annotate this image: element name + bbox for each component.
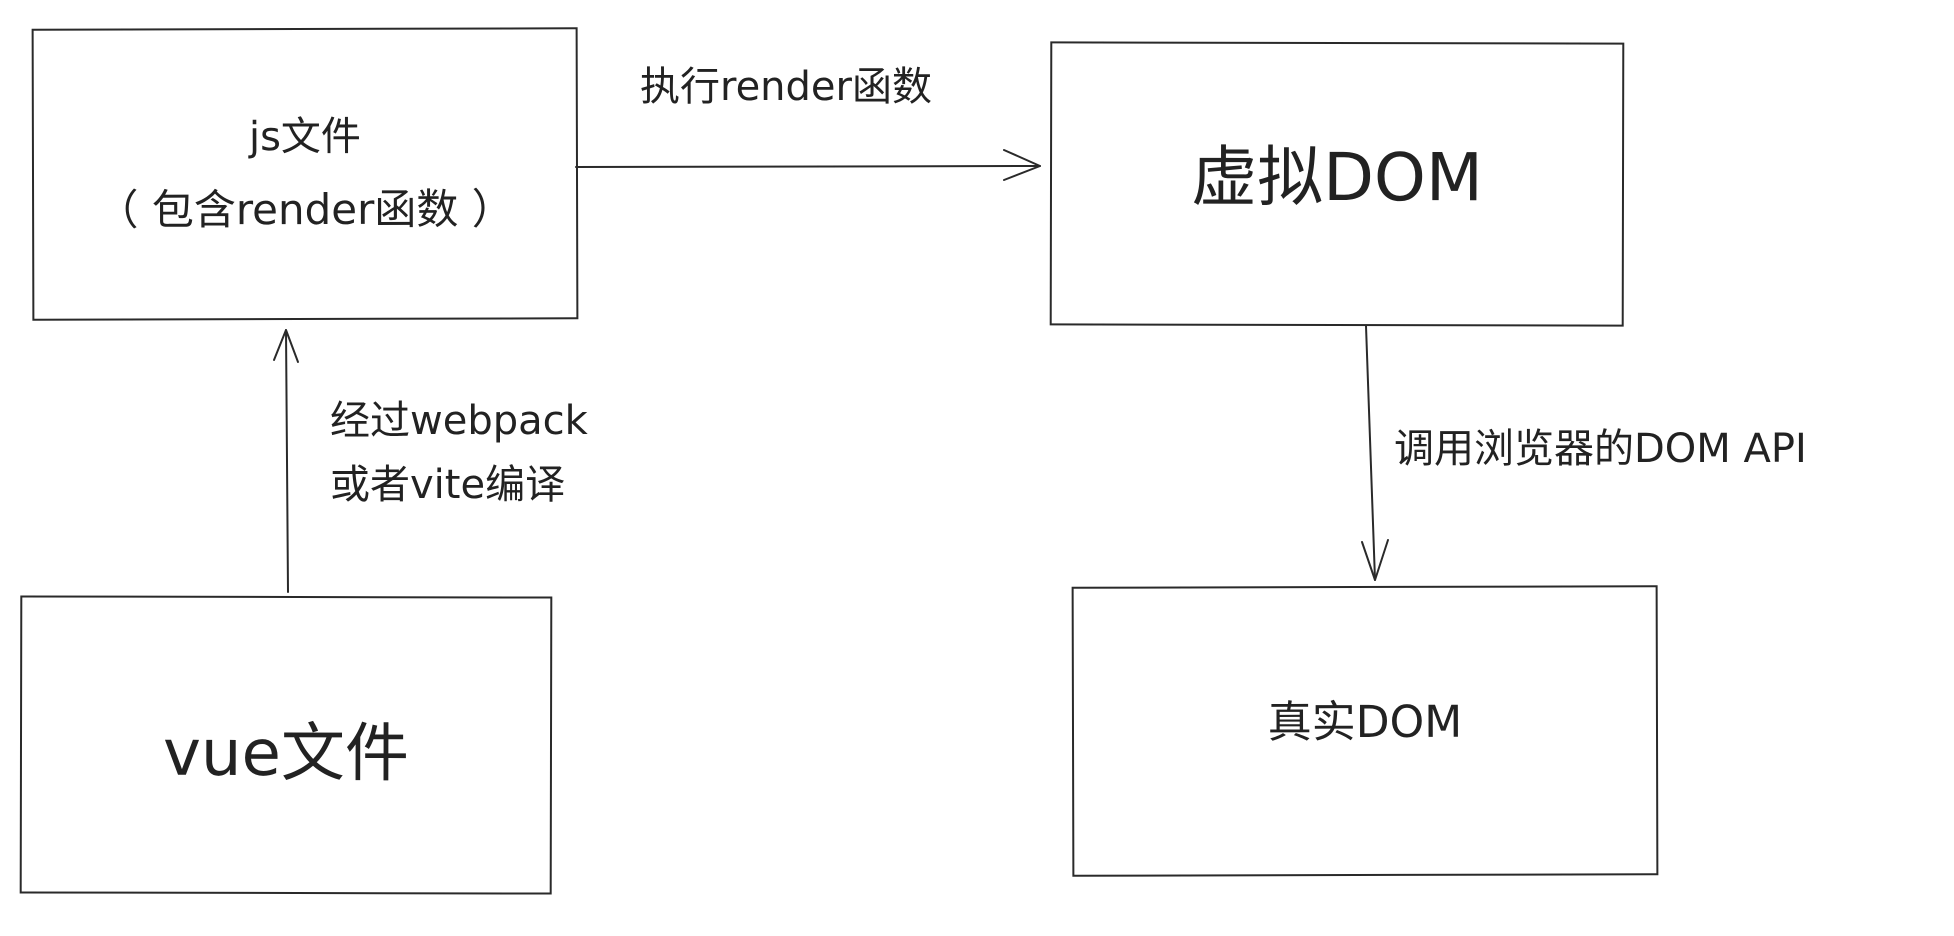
edge-virtual-to-real-dom-arrowhead (1361, 539, 1389, 581)
node-real-dom-label: 真实DOM (1267, 696, 1463, 748)
edge-label-compile: 经过webpack 或者vite编译 (330, 396, 588, 510)
edge-virtual-to-real-dom-line (1365, 325, 1376, 581)
node-js-file-line2: （ 包含render函数 ） (96, 184, 514, 235)
edge-virtual-to-real-dom (1361, 325, 1389, 581)
edge-vue-to-js (273, 329, 299, 593)
node-vue-file-label: vue文件 (162, 716, 409, 791)
edge-label-browser-api: 调用浏览器的DOM API (1394, 424, 1807, 474)
edge-label-run-render: 执行render函数 (640, 62, 932, 112)
edge-label-browser-api-text: 调用浏览器的DOM API (1394, 426, 1807, 472)
edge-vue-to-js-arrowhead (273, 329, 299, 363)
node-real-dom: 真实DOM (1071, 585, 1659, 877)
edge-label-compile-line2: 或者vite编译 (330, 462, 566, 508)
node-virtual-dom: 虚拟DOM (1049, 41, 1625, 327)
edge-js-to-virtual-dom-arrowhead (1003, 149, 1041, 181)
node-virtual-dom-label: 虚拟DOM (1191, 139, 1483, 217)
edge-label-compile-line1: 经过webpack (330, 398, 588, 444)
node-js-file-line1: js文件 (248, 113, 361, 160)
edge-label-run-render-text: 执行render函数 (640, 64, 932, 110)
edge-vue-to-js-line (285, 329, 289, 593)
node-js-file: js文件 （ 包含render函数 ） (31, 27, 579, 321)
node-vue-file: vue文件 (19, 595, 553, 895)
edge-js-to-virtual-dom-line (575, 165, 1041, 168)
edge-js-to-virtual-dom (575, 149, 1041, 181)
